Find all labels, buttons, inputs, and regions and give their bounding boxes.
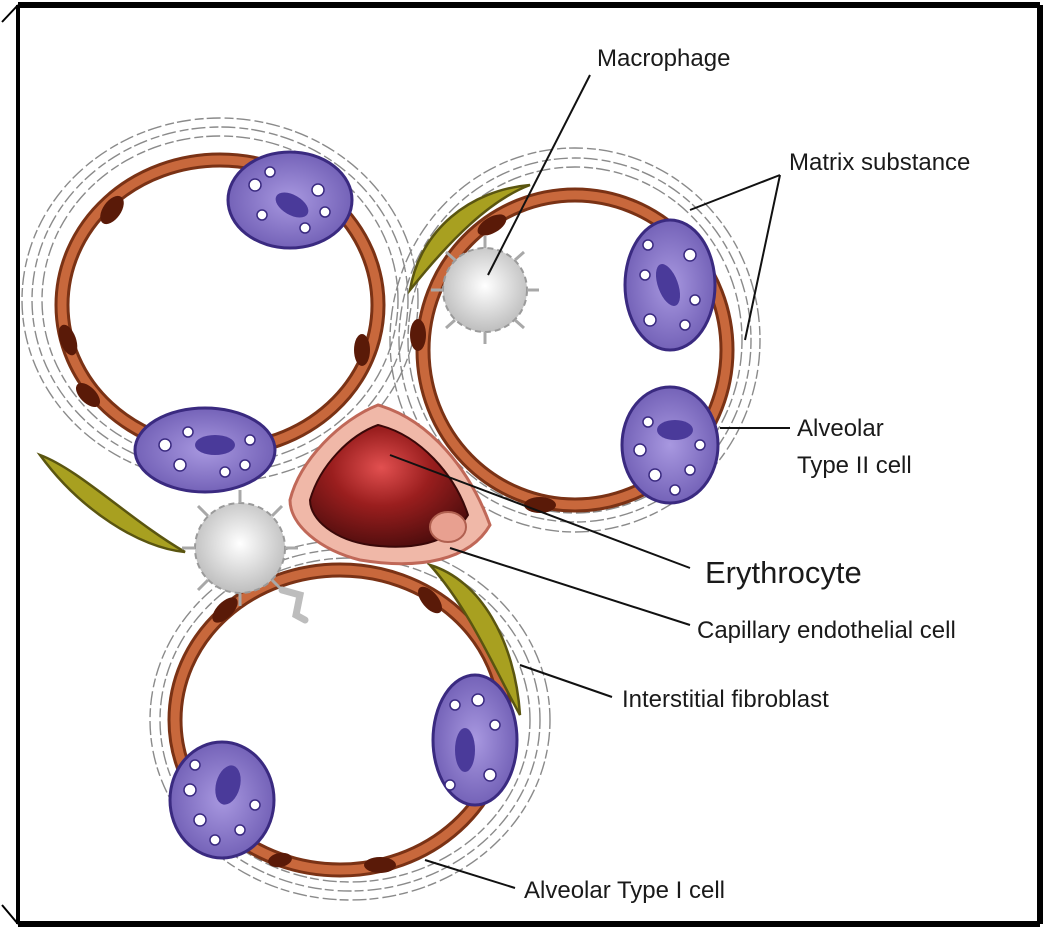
label-interstitial-fibroblast: Interstitial fibroblast: [622, 686, 829, 713]
label-alveolar-type2-line2: Type II cell: [797, 452, 912, 479]
label-capillary-endothelial-cell: Capillary endothelial cell: [697, 617, 956, 644]
type2-cell: [622, 387, 718, 503]
label-alveolar-type1-cell: Alveolar Type I cell: [524, 877, 725, 904]
type2-cell: [135, 408, 275, 492]
label-matrix-substance: Matrix substance: [789, 149, 970, 176]
macrophage: [431, 236, 539, 344]
label-alveolar-type2-line1: Alveolar: [797, 415, 884, 442]
type2-cell: [228, 152, 352, 248]
label-macrophage: Macrophage: [597, 45, 730, 72]
label-erythrocyte: Erythrocyte: [705, 555, 862, 590]
type2-cell: [433, 675, 517, 805]
type2-cell: [625, 220, 715, 350]
type2-cell: [170, 742, 274, 858]
